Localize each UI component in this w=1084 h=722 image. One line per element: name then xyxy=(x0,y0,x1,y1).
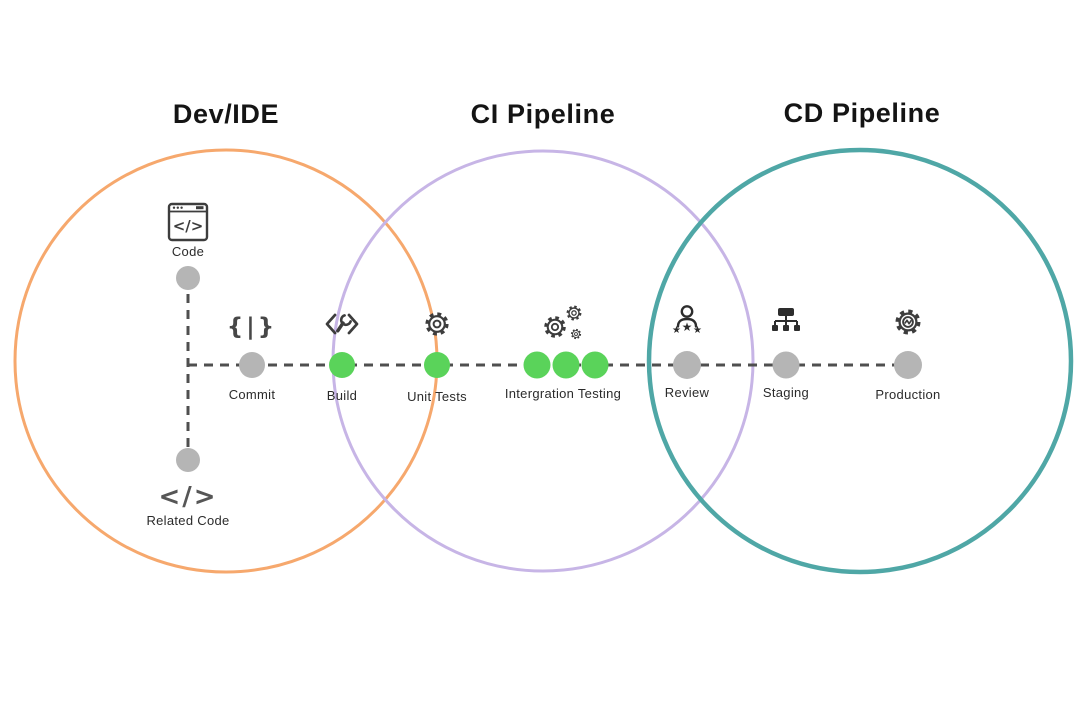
code-label: Code xyxy=(171,244,205,259)
integration-dot-3 xyxy=(581,351,609,379)
gear-icon xyxy=(428,315,447,334)
dev-ide-title: Dev/IDE xyxy=(172,99,280,129)
commit-dot xyxy=(239,352,265,378)
related-code-icon: </> xyxy=(158,482,217,512)
cd-pipeline-title: CD Pipeline xyxy=(783,98,941,128)
build-wrench-icon xyxy=(325,313,359,335)
integration-dot-2 xyxy=(552,351,580,379)
person-stars-icon: ★ ★ ★ xyxy=(672,305,702,336)
integration-dot-1 xyxy=(523,351,551,379)
unit-tests-dot xyxy=(424,352,450,378)
stage-label-production: Production xyxy=(875,387,941,402)
build-dot xyxy=(329,352,355,378)
review-dot xyxy=(673,351,701,379)
related-code-label: Related Code xyxy=(146,513,230,528)
dev-ide-circle xyxy=(13,148,439,574)
code-dot xyxy=(176,266,200,290)
stage-label-commit: Commit xyxy=(228,387,276,402)
staging-dot xyxy=(772,351,800,379)
cd-pipeline-circle xyxy=(646,147,1074,575)
sitemap-icon xyxy=(772,308,800,331)
commit-braces-icon: {|} xyxy=(227,314,277,340)
gear-check-icon xyxy=(895,309,921,335)
stage-label-review: Review xyxy=(664,385,710,400)
stage-label-staging: Staging xyxy=(762,385,810,400)
gears-icon xyxy=(544,305,582,340)
stage-label-unit-tests: Unit Tests xyxy=(407,389,467,404)
production-dot xyxy=(894,351,922,379)
svg-text:★: ★ xyxy=(682,320,693,334)
ci-pipeline-title: CI Pipeline xyxy=(470,99,616,129)
code-glyph: </> xyxy=(173,217,204,235)
stage-label-build: Build xyxy=(326,388,358,403)
svg-text:★: ★ xyxy=(672,325,681,336)
related-code-dot xyxy=(176,448,200,472)
stage-label-integration: Intergration Testing xyxy=(504,386,622,401)
svg-text:★: ★ xyxy=(693,325,702,336)
code-window-icon: </> xyxy=(167,202,209,242)
